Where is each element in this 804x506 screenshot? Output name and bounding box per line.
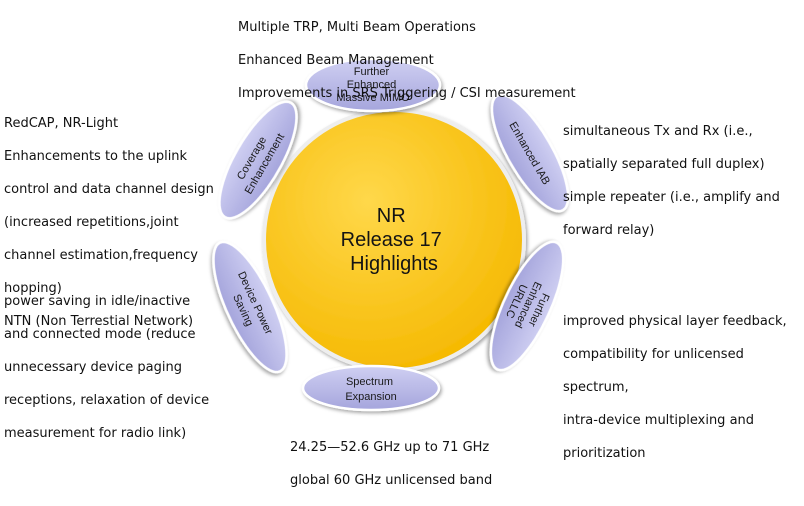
petal-spectrum-expansion-label: Spectrum Expansion [345, 376, 396, 403]
note-enhanced-iab: simultaneous Tx and Rx (i.e., spatially … [563, 123, 780, 238]
release17-diagram: NR Release 17 Highlights Further Enhance… [212, 57, 570, 412]
center-label: NR Release 17 Highlights [341, 205, 448, 275]
petal-urllc: Further Enhanced URLLC [489, 240, 565, 372]
petal-massive-mimo: Further Enhanced Massive MIMO [304, 57, 442, 113]
petal-massive-mimo-label: Further Enhanced Massive MIMO [336, 66, 410, 104]
note-massive-mimo: Multiple TRP, Multi Beam Operations Enha… [238, 19, 576, 101]
note-urllc: improved physical layer feedback, compat… [563, 313, 787, 461]
note-device-power: power saving in idle/inactive and connec… [4, 293, 210, 441]
note-coverage: RedCAP, NR-Light Enhancements to the upl… [4, 115, 214, 329]
petal-spectrum-expansion: Spectrum Expansion [301, 364, 441, 412]
note-spectrum: 24.25—52.6 GHz up to 71 GHz global 60 GH… [290, 439, 493, 488]
center-circle: NR Release 17 Highlights [262, 108, 526, 372]
petal-device-power-saving: Device Power Saving [212, 240, 288, 374]
